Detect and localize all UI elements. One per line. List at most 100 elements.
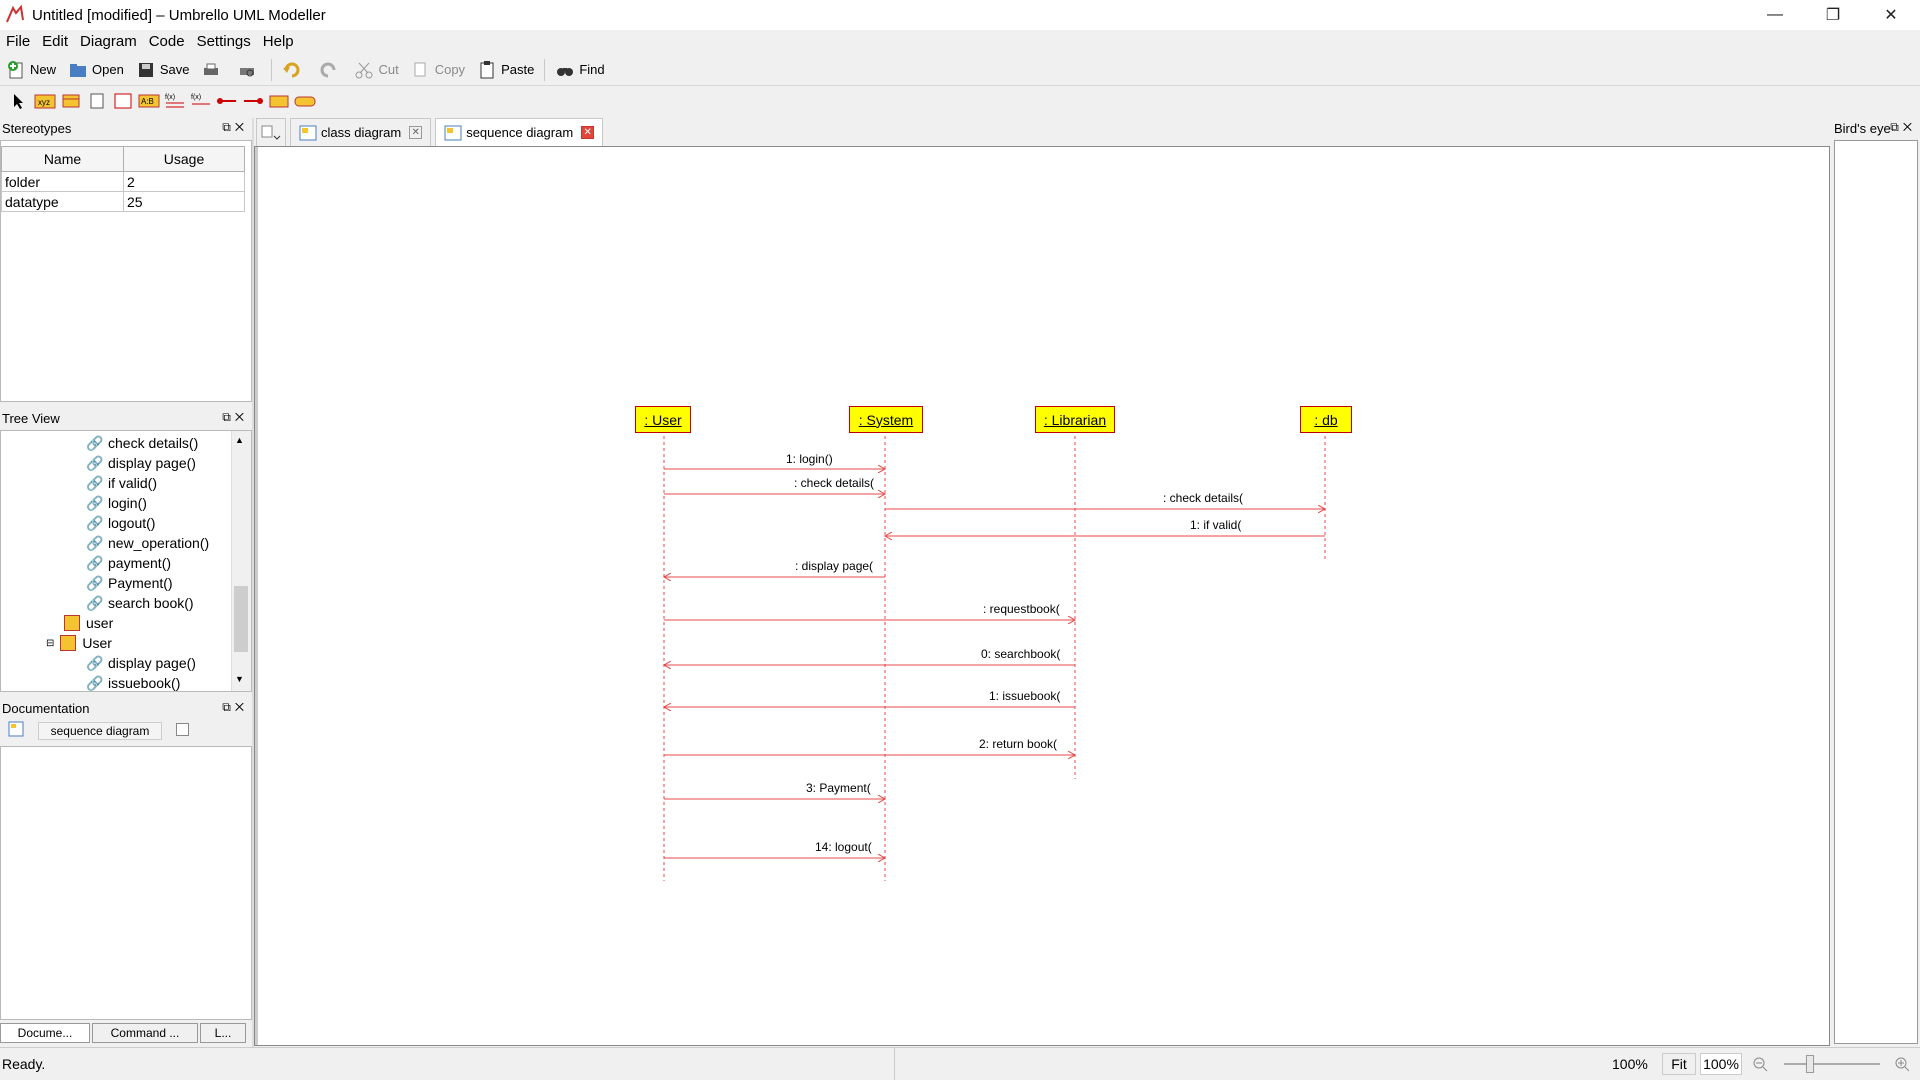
column-header-usage[interactable]: Usage [123, 146, 245, 172]
tree-item-operation[interactable]: 🔗display page() [86, 455, 196, 471]
menu-code[interactable]: Code [148, 33, 185, 50]
redo-button[interactable] [312, 56, 348, 84]
select-arrow-tool[interactable] [6, 90, 32, 112]
menu-edit[interactable]: Edit [42, 33, 69, 50]
message-label-searchbook[interactable]: 0: searchbook( [981, 647, 1061, 661]
new-tab-button[interactable] [256, 118, 286, 146]
svg-text:f(x): f(x) [191, 94, 201, 101]
tree-item-operation[interactable]: 🔗Payment() [86, 575, 173, 591]
zoom-slider[interactable] [1784, 1063, 1880, 1065]
zoom-fit-button[interactable]: Fit [1662, 1053, 1696, 1075]
tree-item-operation[interactable]: 🔗issuebook() [86, 675, 181, 691]
close-tab-icon[interactable]: ✕ [409, 126, 423, 139]
tree-item-operation[interactable]: 🔗if valid() [86, 475, 158, 491]
paste-button[interactable]: Paste [471, 56, 540, 84]
tree-item-operation[interactable]: 🔗search book() [86, 595, 194, 611]
documentation-checkbox[interactable] [176, 723, 189, 736]
print-button[interactable] [195, 56, 231, 84]
tab-class-diagram[interactable]: class diagram ✕ [290, 118, 432, 146]
diagram-canvas[interactable]: : User : System : Librarian : db 1: logi… [254, 146, 1830, 1046]
tree-item-operation[interactable]: 🔗display page() [86, 655, 196, 671]
undo-button[interactable] [276, 56, 312, 84]
zoom-in-icon[interactable] [1894, 1056, 1910, 1072]
menu-settings[interactable]: Settings [196, 33, 251, 50]
lost-message-tool[interactable] [240, 90, 266, 112]
message-label-display-page[interactable]: : display page( [795, 559, 874, 573]
text-tool[interactable]: A:B [136, 90, 162, 112]
message-label-issuebook[interactable]: 1: issuebook( [989, 689, 1061, 703]
combined-fragment-tool[interactable] [266, 90, 292, 112]
tab-log[interactable]: L... [200, 1023, 246, 1043]
copy-button[interactable]: Copy [405, 56, 471, 84]
zoom-slider-handle[interactable] [1806, 1055, 1814, 1073]
lifeline-user[interactable]: : User [635, 406, 691, 433]
svg-text:f(x): f(x) [165, 94, 175, 101]
tree-item-operation[interactable]: 🔗payment() [86, 555, 172, 571]
zoom-out-icon[interactable] [1752, 1056, 1768, 1072]
tab-documentation[interactable]: Docume... [0, 1023, 90, 1043]
message-label-requestbook[interactable]: : requestbook( [983, 602, 1060, 616]
tree-item-operation[interactable]: 🔗new_operation() [86, 535, 210, 551]
lifeline-system[interactable]: : System [849, 406, 923, 433]
menu-file[interactable]: File [6, 33, 31, 50]
lifeline-librarian[interactable]: : Librarian [1035, 406, 1115, 433]
panel-float-close-buttons[interactable]: ⧉✕ [222, 120, 248, 134]
panel-splitter[interactable] [252, 118, 254, 1047]
box-tool[interactable] [110, 90, 136, 112]
async-message-tool[interactable]: f(x) [188, 90, 214, 112]
table-row[interactable]: folder 2 [1, 171, 245, 192]
documentation-text-area[interactable] [0, 746, 252, 1020]
save-label: Save [159, 62, 190, 77]
scroll-up-arrow-icon[interactable]: ▲ [235, 435, 244, 445]
collapse-toggle-icon[interactable]: ⊟ [46, 637, 55, 649]
message-label-check-details[interactable]: : check details( [794, 476, 875, 490]
found-message-tool[interactable] [214, 90, 240, 112]
scroll-down-arrow-icon[interactable]: ▼ [235, 674, 244, 684]
operation-icon: 🔗 [86, 475, 104, 491]
message-label-login[interactable]: 1: login() [786, 452, 833, 466]
message-label-logout[interactable]: 14: logout( [815, 840, 872, 854]
birds-eye-view[interactable] [1834, 140, 1918, 1044]
tree-item-operation[interactable]: 🔗check details() [86, 435, 199, 451]
object-tool[interactable]: xyz [32, 90, 58, 112]
zoom-input[interactable]: 100% [1700, 1053, 1742, 1075]
find-button[interactable]: Find [549, 56, 610, 84]
print-preview-button[interactable] [231, 56, 267, 84]
actor-tool[interactable] [58, 90, 84, 112]
operation-icon: 🔗 [86, 555, 104, 571]
close-window-button[interactable]: ✕ [1884, 7, 1898, 24]
lifeline-db[interactable]: : db [1300, 406, 1352, 433]
close-tab-icon[interactable]: ✕ [581, 126, 595, 139]
tab-sequence-diagram[interactable]: sequence diagram ✕ [435, 118, 604, 146]
tree-item-class[interactable]: user [64, 613, 113, 633]
note-tool[interactable] [84, 90, 110, 112]
tree-item-operation[interactable]: 🔗login() [86, 495, 147, 511]
precondition-tool[interactable] [292, 90, 318, 112]
save-button[interactable]: Save [130, 56, 196, 84]
panel-float-close-buttons[interactable]: ⧉✕ [1890, 120, 1916, 134]
column-header-name[interactable]: Name [1, 146, 124, 172]
operation-icon: 🔗 [86, 535, 104, 551]
restore-button[interactable]: ❐ [1825, 7, 1841, 24]
scroll-thumb[interactable] [234, 586, 248, 652]
message-label-payment[interactable]: 3: Payment( [806, 781, 871, 795]
cut-button[interactable]: Cut [348, 56, 404, 84]
sync-message-tool[interactable]: f(x) [162, 90, 188, 112]
message-label-if-valid[interactable]: 1: if valid( [1190, 518, 1242, 532]
panel-float-close-buttons[interactable]: ⧉✕ [222, 410, 248, 424]
find-label: Find [579, 62, 605, 77]
panel-float-close-buttons[interactable]: ⧉✕ [222, 700, 248, 714]
open-button[interactable]: Open [62, 56, 130, 84]
table-row[interactable]: datatype 25 [1, 191, 245, 212]
minimize-button[interactable]: — [1767, 6, 1783, 23]
menu-diagram[interactable]: Diagram [80, 33, 137, 50]
tab-command-history[interactable]: Command ... [92, 1023, 198, 1043]
new-button[interactable]: New [0, 56, 62, 84]
tree-scrollbar[interactable]: ▲ ▼ [231, 431, 251, 691]
menu-help[interactable]: Help [262, 33, 294, 50]
tree-item-operation[interactable]: 🔗logout() [86, 515, 156, 531]
status-message: Ready. [2, 1056, 46, 1072]
tree-item-class[interactable]: ⊟User [46, 635, 112, 651]
message-label-return-book[interactable]: 2: return book( [979, 737, 1058, 751]
message-label-check-details[interactable]: : check details( [1163, 491, 1244, 505]
